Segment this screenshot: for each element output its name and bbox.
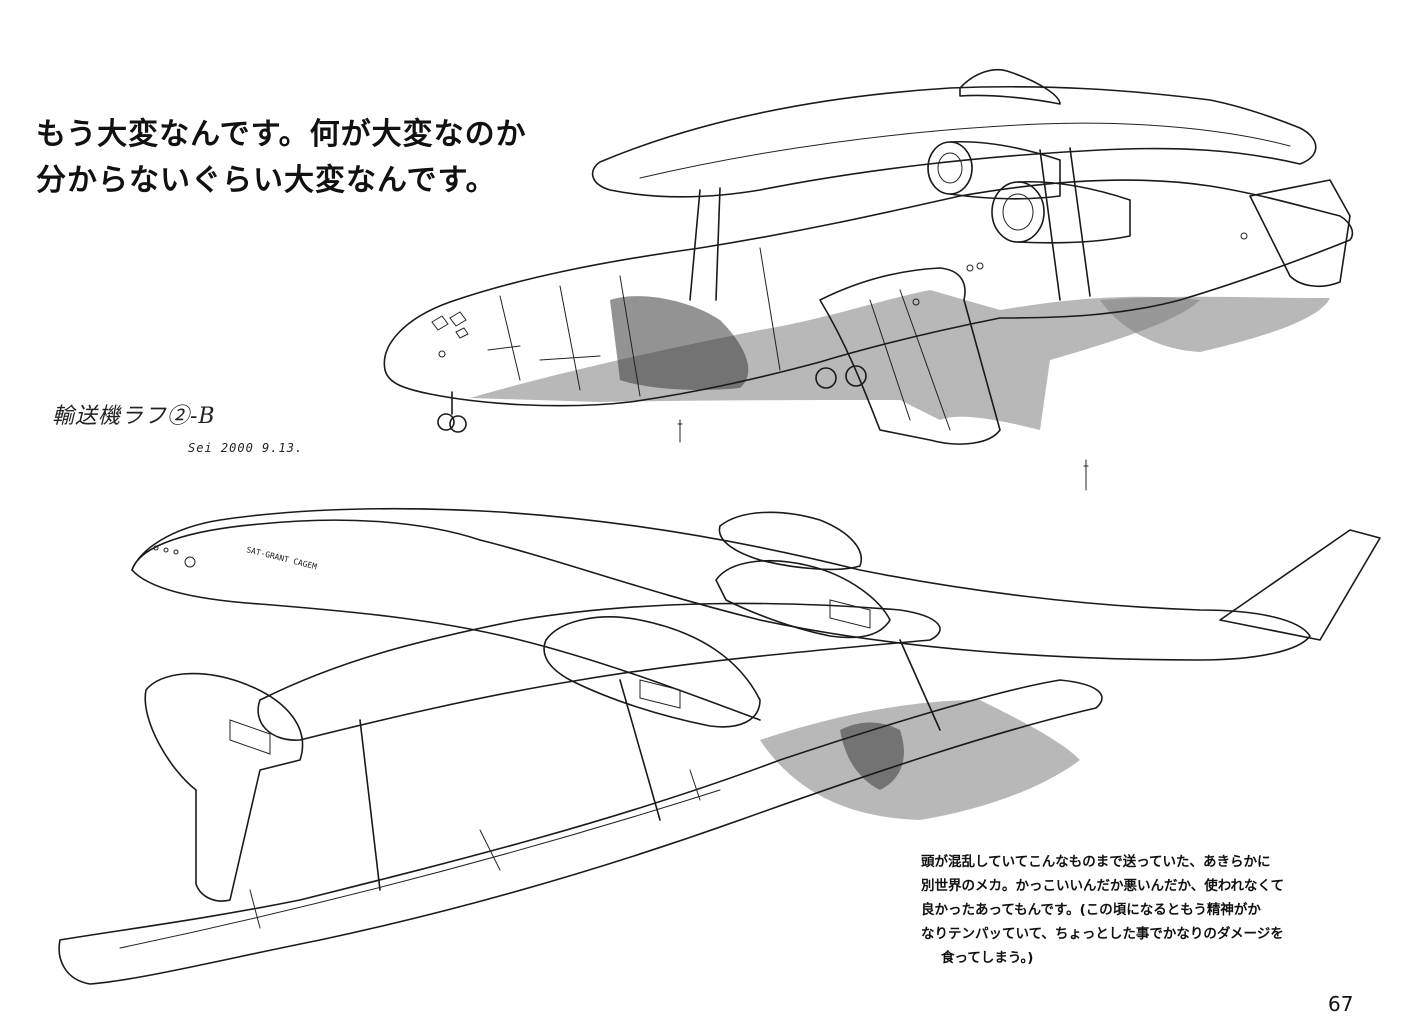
scale-figure-2 <box>1083 459 1089 491</box>
upper-wing-strut-rear <box>1039 147 1091 301</box>
lower-main-wing-panels <box>119 769 721 949</box>
upper-tail <box>1249 179 1351 288</box>
lower-fuselage <box>131 507 1311 661</box>
headline: もう大変なんです。何が大変なのか 分からないぐらい大変なんです。 <box>36 112 596 204</box>
sketch-signature: Sei 2000 9.13. <box>188 441 304 455</box>
lower-fuselage-belly <box>131 569 761 721</box>
upper-tail-shadow <box>1100 296 1330 352</box>
lower-hull-shadow-dark <box>840 722 904 790</box>
page-number: 67 <box>1328 992 1354 1016</box>
lower-main-wing <box>58 679 1103 985</box>
note-line-3: 良かったあってもんです。(この頃になるともう精神がか <box>921 902 1261 918</box>
note-line-1: 頭が混乱していてこんなものまで送っていた、あきらかに <box>921 854 1271 870</box>
lower-hull-shadow <box>760 700 1080 820</box>
lower-aircraft-sketch: SAT-GRANT CAGEM <box>58 507 1381 985</box>
note-line-4: なりテンパッていて、ちょっとした事でかなりのダメージを <box>921 926 1284 942</box>
upper-engine-1 <box>927 140 1061 200</box>
lower-engine-pod-4 <box>144 672 304 902</box>
upper-lower-wing-panel <box>869 289 951 431</box>
upper-landing-gear <box>437 365 867 433</box>
scale-figure-1 <box>677 419 683 443</box>
upper-wing-tip-pod <box>959 68 1061 105</box>
lower-upper-wing <box>257 602 941 741</box>
lower-engine-pod-1 <box>543 616 761 728</box>
lower-tail-fin <box>1219 529 1381 641</box>
lower-wing-struts <box>359 639 941 891</box>
headline-line-1: もう大変なんです。何が大変なのか <box>36 117 527 152</box>
sketch-caption-title: 輸送機ラフ②-B <box>52 404 216 429</box>
upper-lower-wing <box>819 267 1001 445</box>
note-line-2: 別世界のメカ。かっこいいんだか悪いんだか、使われなくて <box>921 878 1285 894</box>
lower-nose-markings <box>153 545 196 568</box>
commentary-note: 頭が混乱していてこんなものまで送っていた、あきらかに 別世界のメカ。かっこいいん… <box>921 850 1321 970</box>
upper-engine-2 <box>991 180 1131 244</box>
upper-wing-panel-line <box>639 122 1291 179</box>
lower-engine-pod-3 <box>718 511 862 571</box>
upper-hull-shadow <box>610 296 749 390</box>
upper-fuselage-panel-lines <box>487 247 781 397</box>
aircraft-marking-text: SAT-GRANT CAGEM <box>246 545 318 571</box>
upper-aircraft-sketch <box>383 68 1354 491</box>
upper-fuselage-shadow <box>470 290 1200 430</box>
note-line-5: 食ってしまう。) <box>941 950 1034 966</box>
headline-line-2: 分からないぐらい大変なんです。 <box>36 163 497 198</box>
lower-engine-pod-2 <box>715 559 891 639</box>
upper-wing-strut-front <box>689 187 721 301</box>
upper-cockpit-windows <box>431 232 1248 358</box>
